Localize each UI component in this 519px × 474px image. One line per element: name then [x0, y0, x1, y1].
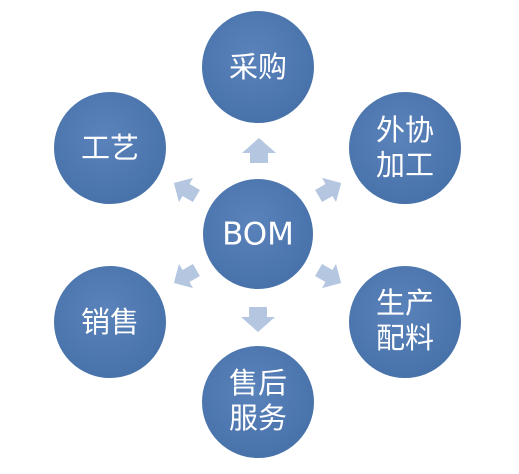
node-waixie-jiagong: 外协 加工: [347, 90, 463, 206]
arrow-group: [173, 138, 342, 332]
node-shouhou-fuwu-label-line2: 服务: [229, 401, 287, 435]
node-caigou-label: 采购: [229, 50, 287, 84]
center-node-circle: [201, 177, 315, 291]
node-caigou: 采购: [200, 9, 316, 125]
arrow-to-shouhou-fuwu-icon: [241, 307, 275, 332]
arrow-to-xiaoshou-icon: [173, 263, 200, 289]
node-shouhou-fuwu-label-line1: 售后: [229, 366, 287, 400]
node-shengchan-peiliao-label-line1: 生产: [376, 286, 434, 320]
node-shouhou-fuwu-circle: [200, 344, 316, 460]
center-node: BOM: [201, 177, 315, 291]
node-waixie-jiagong-label-line1: 外协: [376, 113, 434, 147]
node-shengchan-peiliao-label-line2: 配料: [376, 321, 434, 355]
arrow-to-caigou-icon: [242, 138, 276, 163]
node-gongyi-circle: [52, 90, 168, 206]
node-shengchan-peiliao: 生产 配料: [347, 264, 463, 380]
node-xiaoshou: 销售: [52, 264, 168, 380]
node-shengchan-peiliao-circle: [347, 264, 463, 380]
node-shouhou-fuwu: 售后 服务: [200, 344, 316, 460]
node-gongyi-label: 工艺: [81, 131, 139, 165]
arrow-to-shengchan-peiliao-icon: [315, 263, 342, 289]
arrow-to-gongyi-icon: [173, 177, 200, 203]
node-waixie-jiagong-label-line2: 加工: [376, 148, 434, 182]
node-gongyi: 工艺: [52, 90, 168, 206]
node-caigou-circle: [200, 9, 316, 125]
node-waixie-jiagong-circle: [347, 90, 463, 206]
node-xiaoshou-circle: [52, 264, 168, 380]
node-xiaoshou-label: 销售: [81, 305, 139, 339]
center-node-label: BOM: [222, 217, 294, 253]
arrow-to-waixie-jiagong-icon: [315, 177, 342, 203]
